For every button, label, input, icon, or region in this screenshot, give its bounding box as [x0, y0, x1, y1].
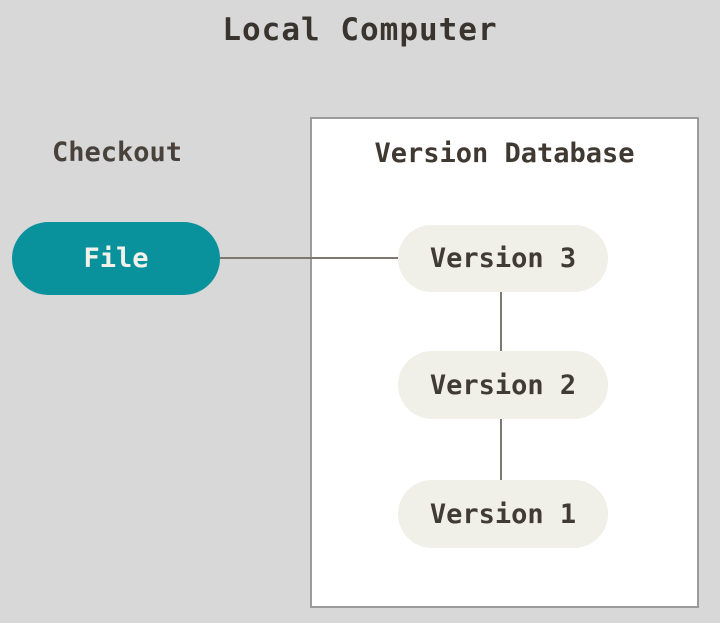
version-1-node: Version 1: [398, 480, 608, 548]
version-database-title: Version Database: [374, 138, 635, 169]
version-1-label: Version 1: [429, 498, 577, 530]
version-3-label: Version 3: [429, 243, 577, 274]
diagram-title: Local Computer: [222, 12, 498, 48]
version-2-node: Version 2: [398, 351, 608, 419]
version-3-node: Version 3: [398, 225, 608, 292]
checkout-label: Checkout: [51, 137, 183, 168]
version-2-label: Version 2: [429, 369, 577, 401]
version2-version1-connector-line: [500, 417, 502, 480]
file-node-label: File: [83, 243, 149, 274]
checkout-connector-line: [218, 257, 400, 259]
file-node: File: [12, 222, 220, 295]
version3-version2-connector-line: [500, 290, 502, 351]
